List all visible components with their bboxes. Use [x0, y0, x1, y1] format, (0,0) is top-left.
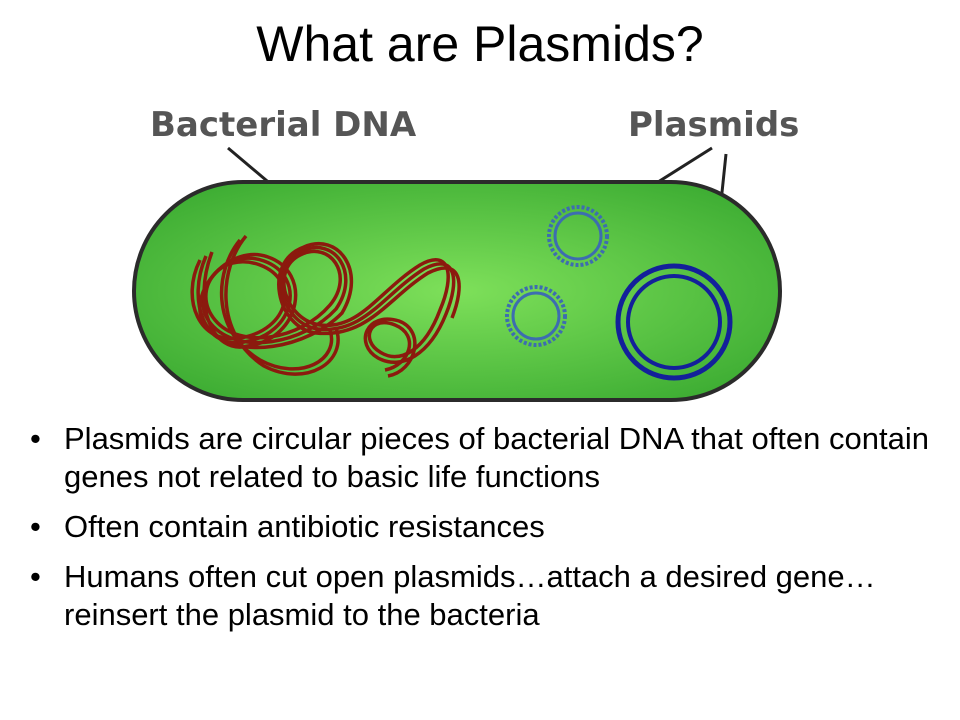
- bullet-text: Plasmids are circular pieces of bacteria…: [64, 421, 929, 494]
- plasmid-small-bottom: [505, 285, 567, 347]
- bullet-text: Often contain antibiotic resistances: [64, 509, 545, 544]
- bacterial-cell: [132, 180, 782, 402]
- plasmid-small-top: [547, 205, 609, 267]
- bullet-list: • Plasmids are circular pieces of bacter…: [16, 420, 956, 646]
- bacterial-dna: [190, 234, 461, 378]
- bullet-item: • Plasmids are circular pieces of bacter…: [30, 421, 929, 494]
- bullet-item: • Often contain antibiotic resistances: [30, 509, 545, 544]
- bullet-text: Humans often cut open plasmids…attach a …: [64, 559, 876, 632]
- bullet-item: • Humans often cut open plasmids…attach …: [30, 559, 876, 632]
- label-plasmids: Plasmids: [628, 105, 799, 145]
- bacterium-diagram: Bacterial DNA Plasmids: [132, 105, 799, 402]
- plasmid-large: [615, 263, 733, 381]
- slide-title: What are Plasmids?: [256, 16, 704, 72]
- label-bacterial-dna: Bacterial DNA: [150, 105, 417, 145]
